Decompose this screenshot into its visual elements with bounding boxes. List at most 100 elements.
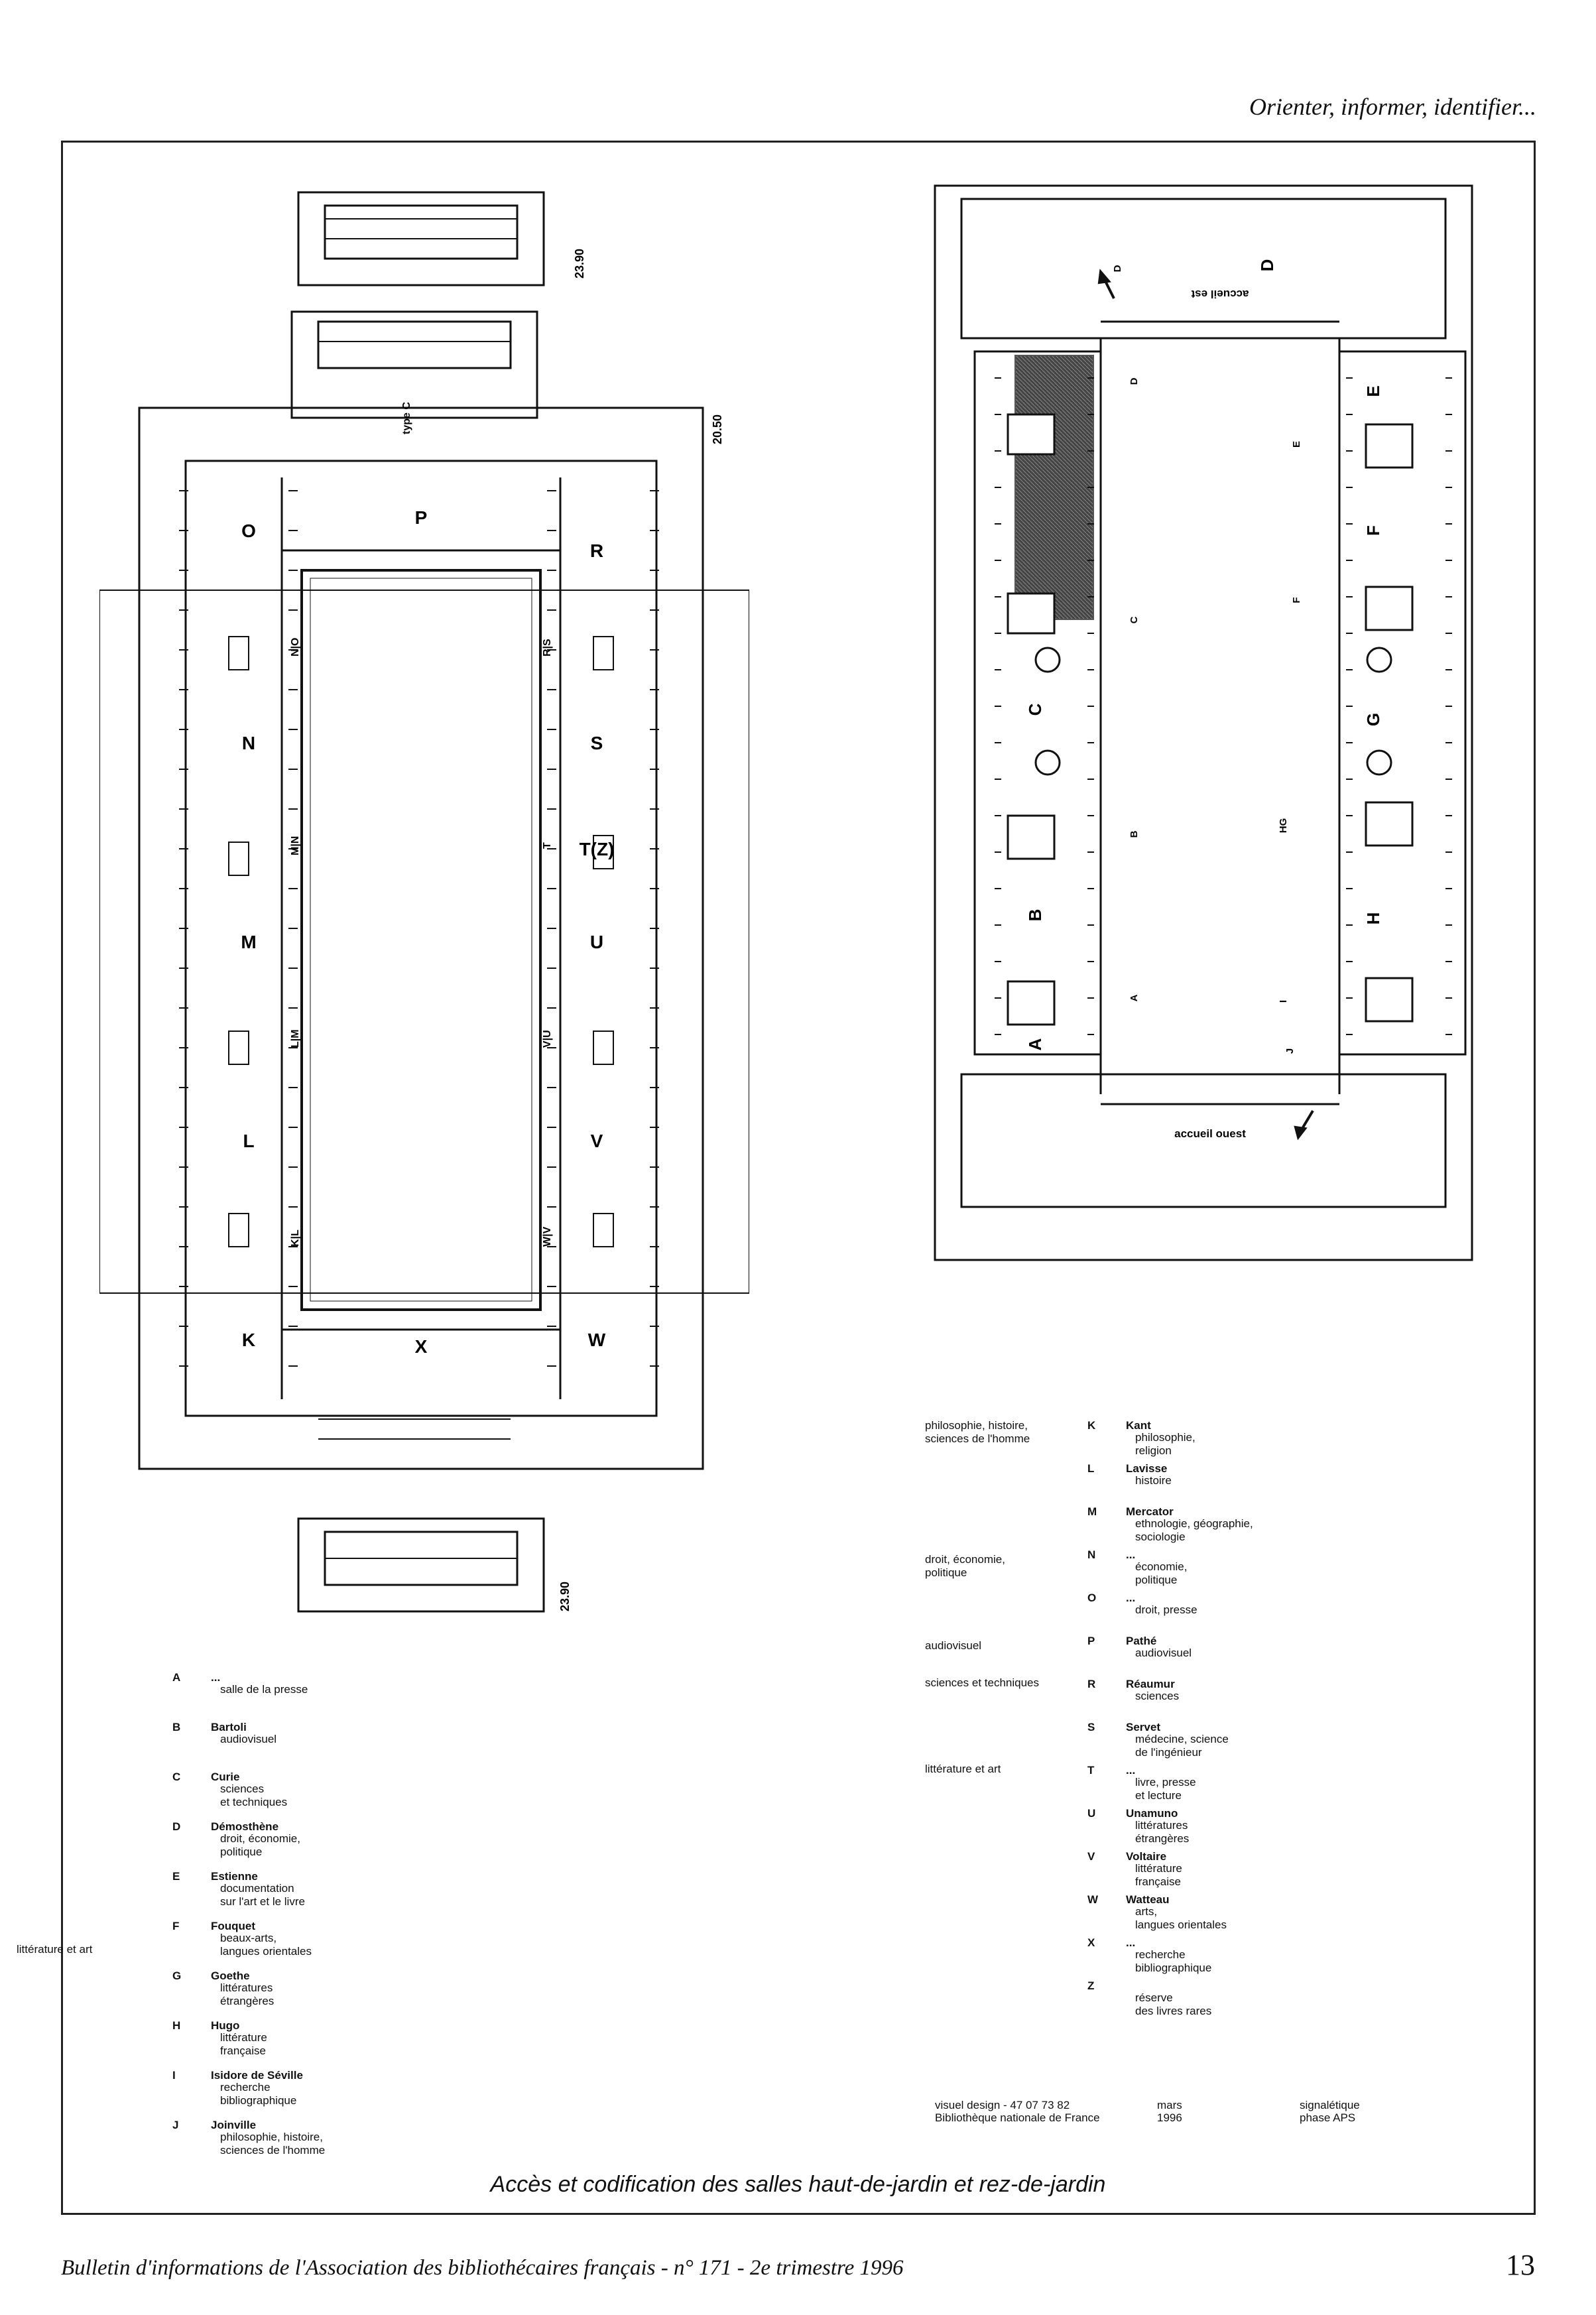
room-letter-W: W <box>588 1330 606 1350</box>
legend-letter: Z <box>1087 1979 1095 1992</box>
room-letter-X: X <box>415 1336 428 1357</box>
legend-description: littérature française <box>220 2031 267 2057</box>
divider-label: K|L <box>290 1229 301 1247</box>
divider-label: R|S <box>542 639 553 657</box>
room-letter-S: S <box>591 733 603 753</box>
room-letter-M: M <box>241 932 256 952</box>
legend-room-name: Goethe <box>211 1970 250 1982</box>
legend-letter: S <box>1087 1721 1095 1733</box>
legend-room-name: Voltaire <box>1126 1850 1167 1863</box>
legend-description: livre, presse et lecture <box>1135 1776 1196 1802</box>
legend-letter: G <box>172 1970 182 1982</box>
legend-room-name: Pathé <box>1126 1635 1157 1647</box>
legend-description: sciences et techniques <box>220 1783 288 1808</box>
legend-category: audiovisuel <box>925 1639 982 1652</box>
upper-block-label: type C <box>401 402 412 434</box>
legend-letter: K <box>1087 1419 1096 1432</box>
legend-description: réserve des livres rares <box>1135 1991 1212 2017</box>
legend-letter: P <box>1087 1635 1095 1647</box>
legend-room-name: Réaumur <box>1126 1678 1175 1690</box>
legend-description: ethnologie, géographie, sociologie <box>1135 1517 1253 1543</box>
legend-room-name: Estienne <box>211 1870 258 1883</box>
legend-description: économie, politique <box>1135 1560 1188 1586</box>
divider-label: M|N <box>290 836 301 855</box>
side-letter: E <box>1291 441 1302 448</box>
legend-description: droit, presse <box>1135 1603 1197 1616</box>
legend-letter: O <box>1087 1592 1097 1604</box>
legend-letter: X <box>1087 1936 1095 1949</box>
accueil-est-label: accueil est <box>1191 288 1249 300</box>
legend-room-name: Démosthène <box>211 1820 279 1833</box>
legend-room-name: Hugo <box>211 2019 240 2032</box>
dimension-label: 20.50 <box>711 414 724 444</box>
legend-description: philosophie, histoire, sciences de l'hom… <box>220 2131 326 2157</box>
legend-letter: L <box>1087 1462 1095 1475</box>
legend-letter: M <box>1087 1505 1097 1518</box>
page-number: 13 <box>1506 2249 1535 2281</box>
divider-label: T <box>542 842 553 849</box>
legend-description: littérature française <box>1135 1862 1182 1888</box>
side-letter: HG <box>1278 818 1289 834</box>
legend-room-name: Lavisse <box>1126 1462 1168 1475</box>
room-letter-E: E <box>1363 385 1383 397</box>
legend-description: sciences <box>1135 1690 1180 1702</box>
room-letter-B: B <box>1025 909 1045 922</box>
divider-label: W|V <box>542 1226 553 1247</box>
legend-room-name: ... <box>1126 1764 1136 1777</box>
legend-category: littérature et art <box>925 1763 1001 1775</box>
credit-phase: signalétique phase APS <box>1300 2099 1360 2124</box>
divider-label: V|U <box>542 1030 553 1048</box>
right-floor-plan: C B A E F G H D D D C B A E F HG I J acc… <box>934 184 1473 1261</box>
room-letter-D: D <box>1257 259 1277 272</box>
side-letter: A <box>1129 994 1140 1001</box>
legend-room-name: Kant <box>1126 1419 1151 1432</box>
side-letter: F <box>1291 597 1302 603</box>
legend-description: audiovisuel <box>220 1733 277 1745</box>
legend-letter: B <box>172 1721 181 1733</box>
legend-letter: E <box>172 1870 180 1883</box>
legend-room-name: ... <box>1126 1936 1136 1949</box>
legend-room-name: ... <box>211 1671 221 1684</box>
legend-description: salle de la presse <box>220 1683 308 1696</box>
legend-room-name: Joinville <box>211 2119 257 2131</box>
legend-category: littérature et art <box>17 1943 93 1956</box>
legend-room-name: Unamuno <box>1126 1807 1178 1820</box>
side-letter: J <box>1284 1048 1296 1054</box>
figure-caption: Accès et codification des salles haut-de… <box>490 2172 1106 2197</box>
legend-letter: C <box>172 1771 181 1783</box>
legend-description: arts, langues orientales <box>1135 1905 1227 1931</box>
room-letter-G: G <box>1363 713 1383 726</box>
room-letter-N: N <box>242 733 255 753</box>
room-letter-TZ: T(Z) <box>580 839 615 859</box>
legend-description: beaux-arts, langues orientales <box>220 1932 312 1958</box>
legend-category: philosophie, histoire, sciences de l'hom… <box>925 1419 1030 1445</box>
room-letter-V: V <box>591 1131 603 1151</box>
legend-room-name: Fouquet <box>211 1920 256 1932</box>
figure-frame <box>61 141 1536 2215</box>
legend-category: droit, économie, politique <box>925 1553 1005 1579</box>
credit-designer: visuel design - 47 07 73 82 Bibliothèque… <box>935 2099 1100 2124</box>
legend-room-name: Watteau <box>1126 1893 1170 1906</box>
legend-letter: V <box>1087 1850 1095 1863</box>
legend-room-name: ... <box>1126 1592 1136 1604</box>
left-floor-plan: O N M L K R S T(Z) U V W P X N|O M|N L|M… <box>99 191 749 1613</box>
legend-description: littératures étrangères <box>220 1981 275 2007</box>
divider-label: N|O <box>290 638 301 657</box>
legend-description: histoire <box>1135 1474 1172 1487</box>
legend-letter: U <box>1087 1807 1096 1820</box>
room-letter-F: F <box>1363 525 1383 536</box>
room-letter-L: L <box>243 1131 254 1151</box>
legend-letter: W <box>1087 1893 1099 1906</box>
dimension-label: 23.90 <box>573 249 586 279</box>
legend-description: audiovisuel <box>1135 1647 1192 1659</box>
room-letter-H: H <box>1363 912 1383 925</box>
room-letter-C: C <box>1025 703 1045 716</box>
legend-room-name: Bartoli <box>211 1721 247 1733</box>
room-letter-R: R <box>590 540 603 561</box>
room-letter-U: U <box>590 932 603 952</box>
legend-description: philosophie, religion <box>1135 1431 1196 1457</box>
legend-letter: A <box>172 1671 181 1684</box>
side-letter: D <box>1129 377 1140 385</box>
side-letter: C <box>1129 616 1140 623</box>
accueil-ouest-label: accueil ouest <box>1174 1127 1246 1140</box>
